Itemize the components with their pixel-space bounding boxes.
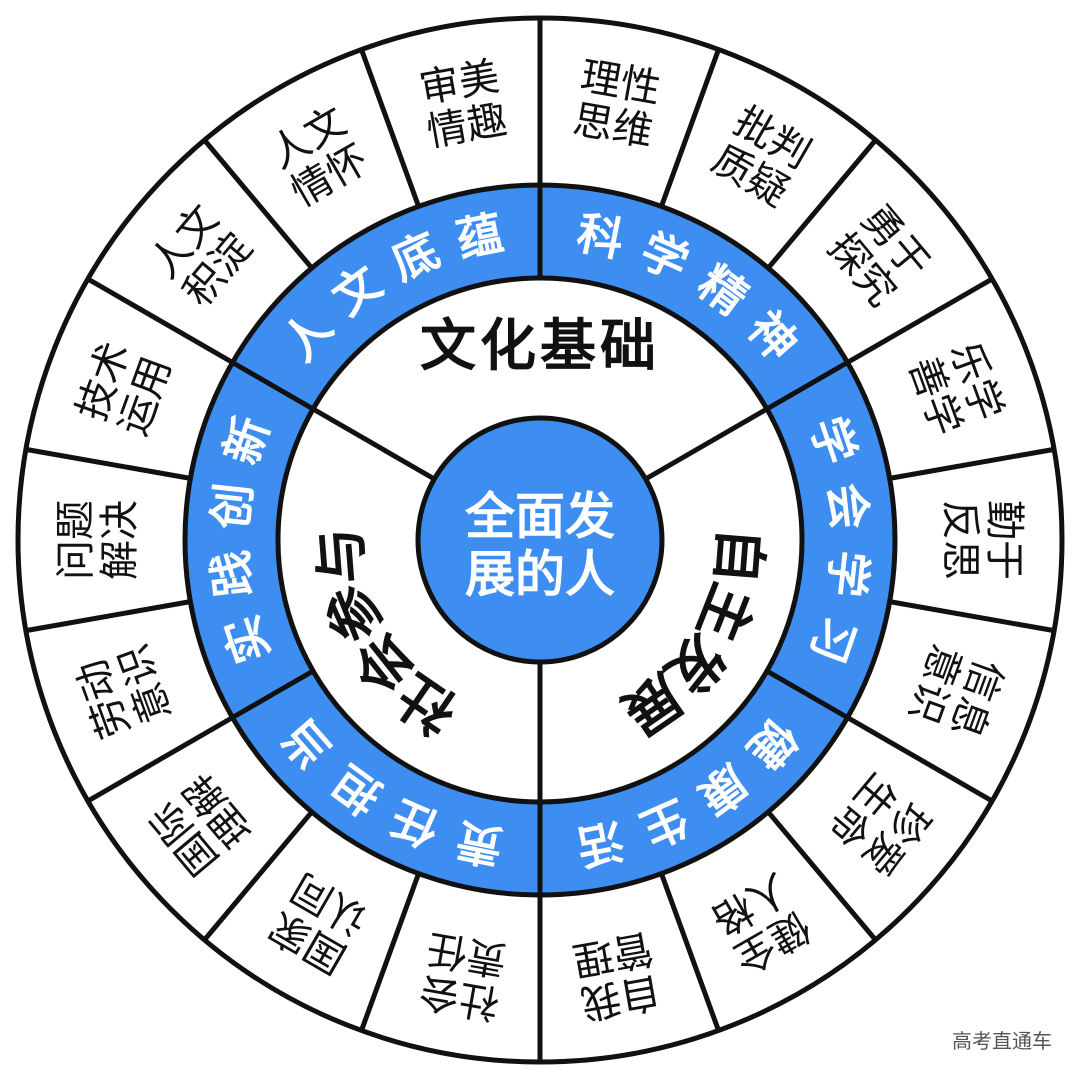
core-label-line2: 展的人 <box>465 546 615 604</box>
quality-separator-4 <box>231 668 315 720</box>
quality-char: 创 <box>203 481 262 533</box>
outer-separator-2 <box>766 138 878 270</box>
quality-char: 科 <box>573 205 629 267</box>
outer-separator-14 <box>25 446 191 481</box>
outer-separator-11 <box>202 810 314 942</box>
outer-separator-1 <box>659 48 721 208</box>
quality-char: 学 <box>818 548 877 600</box>
quality-char: 责 <box>452 813 508 875</box>
point-label-line2: 解决 <box>97 500 143 580</box>
domain-culture: 文化基础 <box>420 314 660 379</box>
point-label-line1: 问题 <box>53 500 99 580</box>
outer-ring-separators <box>25 18 1055 1062</box>
domain-separators <box>311 406 769 802</box>
outer-separator-10 <box>359 872 421 1032</box>
quality-char: 蕴 <box>452 205 508 267</box>
domain-char: 与 <box>308 525 377 586</box>
quality-ring-separators <box>231 185 849 895</box>
core-circle <box>415 415 665 665</box>
domain-separator-2 <box>311 406 436 482</box>
core-label-line1: 全面发 <box>464 488 615 546</box>
point-label-line2: 反思 <box>937 500 983 580</box>
quality-separator-1 <box>765 360 849 412</box>
quality-ring-outer-border <box>182 182 898 898</box>
quality-char: 践 <box>203 548 262 600</box>
outer-separator-16 <box>202 138 314 270</box>
outer-separator-13 <box>25 599 191 634</box>
outer-separator-6 <box>846 715 994 804</box>
watermark: 高考直通车 <box>952 1029 1052 1053</box>
outer-separator-12 <box>86 715 234 804</box>
domain-char: 自 <box>703 525 772 586</box>
domain-separator-0 <box>644 406 769 482</box>
quality-ring-inner-border <box>275 275 805 805</box>
outer-separator-5 <box>889 599 1055 634</box>
outer-separator-15 <box>86 276 234 365</box>
outer-separator-8 <box>659 872 721 1032</box>
outer-separator-4 <box>889 446 1055 481</box>
point-label-line1: 勤于 <box>981 500 1027 580</box>
outer-separator-17 <box>359 48 421 208</box>
quality-char: 会 <box>818 481 877 533</box>
outer-separator-3 <box>846 276 994 365</box>
outer-border <box>15 15 1065 1065</box>
outer-separator-7 <box>766 810 878 942</box>
quality-char: 活 <box>573 813 629 875</box>
quality-separator-2 <box>765 668 849 720</box>
quality-separator-5 <box>231 360 315 412</box>
